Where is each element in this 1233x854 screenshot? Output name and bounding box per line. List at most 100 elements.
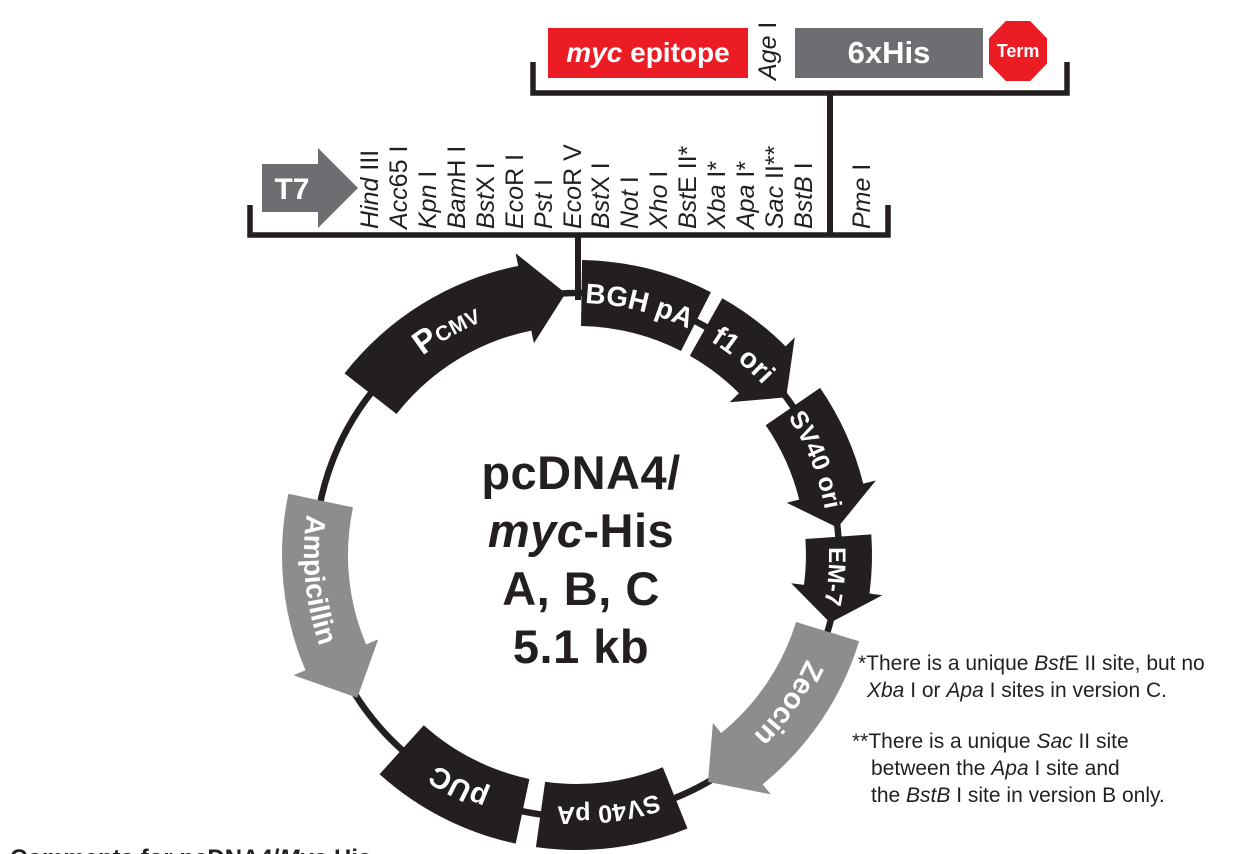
italic-run: Pme	[848, 177, 876, 229]
text-run: II**	[761, 145, 790, 186]
text-run: I	[848, 163, 876, 178]
mcs-site-label: Not I	[616, 176, 645, 229]
plasmid-versions: A, B, C	[502, 562, 660, 615]
italic-run: Bam	[442, 177, 471, 229]
text-run: I	[789, 162, 818, 177]
text-run: I	[754, 21, 782, 36]
mcs-site-label: Sac II**	[761, 145, 790, 229]
italic-run: Kpn	[413, 184, 442, 229]
mcs-site-label: Pst I	[529, 179, 558, 229]
italic-run: Xba	[867, 679, 905, 702]
mcs-site-label: BstX I	[471, 162, 500, 229]
mcs-bracket	[247, 205, 891, 300]
segment-em-7	[791, 534, 883, 623]
mcs-site-label: Xba I*	[703, 160, 732, 229]
mcs-site-label: Xho I	[645, 170, 674, 229]
segment-pcmv	[344, 253, 566, 414]
italic-run: Apa	[946, 679, 984, 702]
text-run: between the	[871, 757, 992, 780]
italic-run: Sac	[1036, 730, 1073, 753]
italic-run: Bst	[471, 192, 500, 229]
text-run: I site and	[1028, 757, 1120, 780]
text-run: the	[871, 784, 907, 807]
segment-sv40-pa	[535, 767, 688, 850]
italic-run: Bst	[674, 192, 703, 229]
segment-zeocin	[708, 622, 860, 795]
text-run: I sites in version C.	[983, 679, 1167, 702]
italic-run: Bst	[587, 192, 616, 229]
footnote-line: *There is a unique BstE II site, but no	[858, 650, 1205, 677]
text-run: III	[356, 149, 384, 178]
t7-label: T7	[274, 173, 309, 206]
top-bracket	[530, 62, 1070, 235]
footnote-line: Xba I or Apa I sites in version C.	[858, 677, 1205, 704]
italic-run: BstB	[906, 784, 951, 807]
segment-puc	[379, 725, 530, 844]
t7-arrow: T7	[262, 148, 358, 228]
mcs-site-label: Hind III	[356, 149, 384, 229]
text-run: X I	[471, 162, 500, 193]
text-run: -His	[326, 845, 371, 854]
terminator-stop-sign: Term	[989, 21, 1047, 81]
mcs-site-label: BstX I	[587, 162, 616, 229]
mcs-site-label: Apa I*	[732, 160, 761, 229]
text-run: I or	[904, 679, 947, 702]
text-run: *There is a unique	[858, 652, 1035, 675]
text-run: H I	[442, 145, 471, 178]
text-run: X I	[587, 162, 616, 193]
text-run: I	[645, 170, 674, 185]
segment-sv40-ori	[765, 387, 876, 528]
text-run: I site in version B only.	[950, 784, 1165, 807]
text-run: I*	[732, 160, 761, 185]
italic-run: BstB	[789, 176, 818, 229]
myc-epitope-box: myc epitope	[548, 28, 748, 78]
text-run: I	[616, 176, 645, 191]
text-run: R I	[500, 153, 529, 186]
italic-run: Eco	[500, 185, 529, 229]
text-run: **There is a unique	[852, 730, 1037, 753]
italic-run: Xba	[703, 184, 732, 229]
italic-run: myc	[566, 37, 623, 68]
mcs-site-label: BstE II*	[674, 146, 703, 229]
plasmid-title: pcDNA4/ myc-His A, B, C 5.1 kb	[377, 444, 785, 676]
segment-ampicillin	[281, 493, 379, 698]
text-run: Comments for pcDNA4/	[10, 845, 279, 854]
his-tag-box: 6xHis	[795, 28, 983, 78]
segment-bgh-pa	[581, 260, 711, 351]
italic-run: Apa	[732, 184, 761, 229]
italic-run: Myc	[279, 845, 326, 854]
italic-run: Age	[754, 35, 782, 80]
italic-run: Xho	[645, 184, 674, 229]
italic-run: myc	[487, 504, 584, 557]
t7-arrow-shape	[262, 148, 358, 228]
comments-block: Comments for pcDNA4/Myc-His 5075 nucleot…	[10, 784, 371, 854]
text-run: -His	[583, 504, 675, 557]
segment-f1-ori	[689, 298, 795, 403]
italic-run: Eco	[558, 185, 587, 229]
pme-site-label: Pme I	[848, 163, 876, 229]
italic-run: Not	[616, 190, 645, 229]
age-site-label: Age I	[754, 21, 782, 80]
text-run: epitope	[622, 37, 730, 68]
italic-run: Apa	[991, 757, 1029, 780]
segment-label-em-7: EM-7	[818, 547, 850, 608]
mcs-site-label: BamH I	[442, 145, 471, 229]
text-run: R V	[558, 144, 587, 186]
mcs-site-label: BstB I	[789, 162, 818, 229]
mcs-site-label: EcoR I	[500, 153, 529, 229]
text-run: I	[413, 170, 442, 185]
mcs-site-label: Kpn I	[413, 170, 442, 229]
mcs-site-label: EcoR V	[558, 144, 587, 229]
italic-run: Hind	[356, 177, 384, 229]
mcs-site-label: Acc65 I	[384, 146, 413, 229]
text-run: E II site, but no	[1064, 652, 1205, 675]
italic-run: Pst	[529, 192, 558, 229]
footnote-line: the BstB I site in version B only.	[852, 782, 1165, 809]
italic-run: Acc	[384, 187, 413, 229]
text-run: I*	[703, 160, 732, 185]
plasmid-name-line1: pcDNA4/	[481, 446, 681, 499]
